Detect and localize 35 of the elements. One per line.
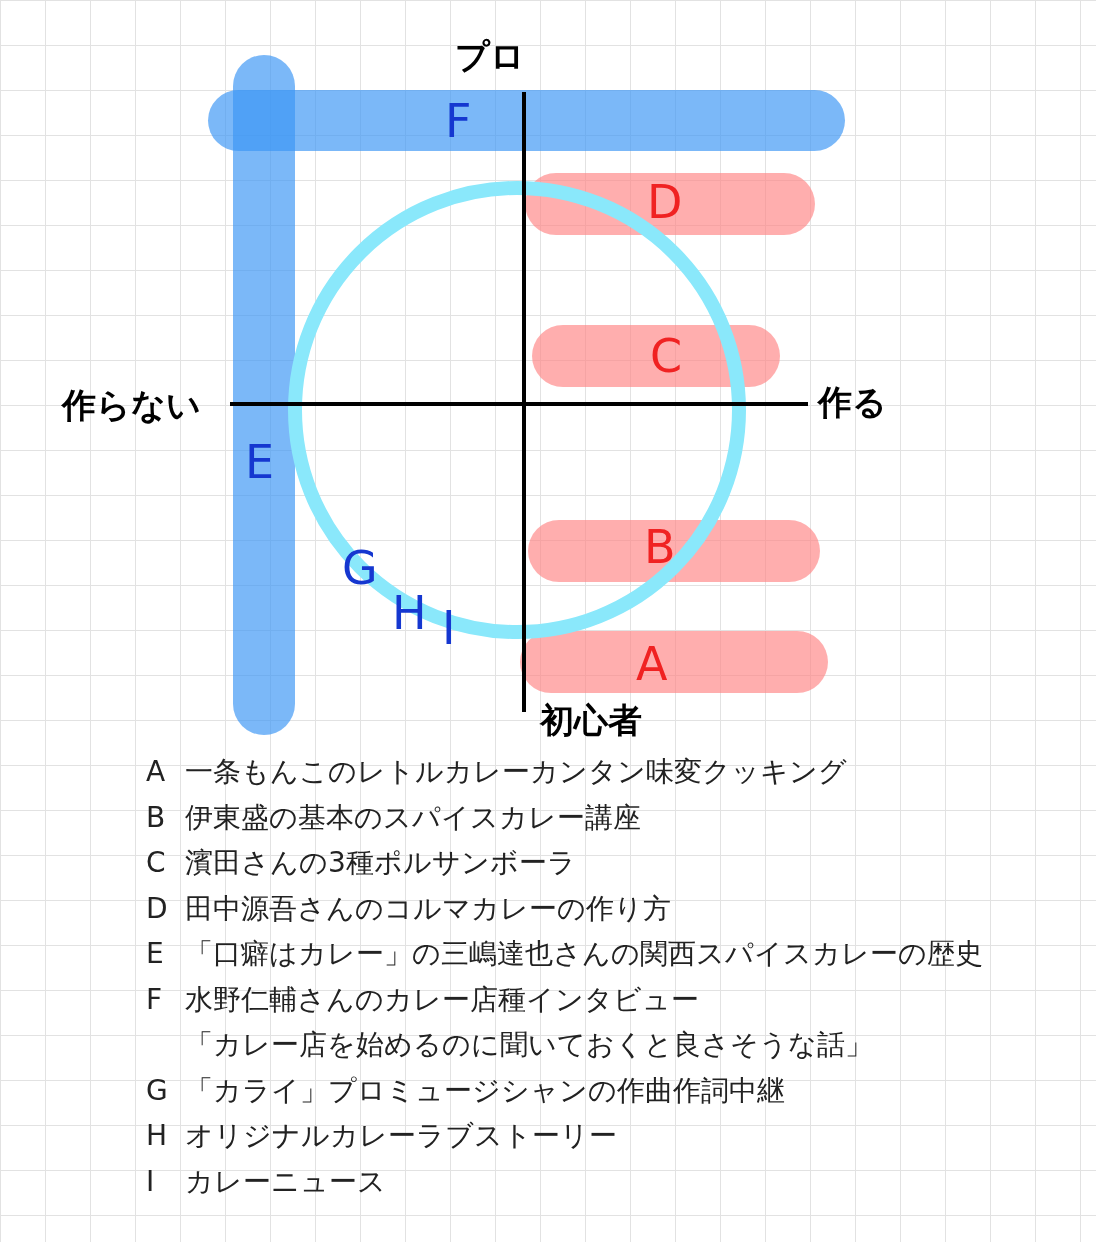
horizontal-band <box>528 520 820 582</box>
list-item-text: 濱田さんの3種ポルサンボーラ <box>185 846 576 880</box>
axis-label: 初心者 <box>540 700 642 740</box>
band-letter: C <box>650 333 683 379</box>
list-item-text: 「カライ」プロミュージシャンの作曲作詞中継 <box>185 1073 785 1108</box>
list-item-text: 田中源吾さんのコルマカレーの作り方 <box>185 891 671 926</box>
list-key: B <box>146 800 166 835</box>
band-letter: I <box>442 605 456 651</box>
list-key: H <box>146 1119 168 1153</box>
band-letter: E <box>245 439 275 485</box>
horizontal-band <box>208 90 845 151</box>
list-key: G <box>146 1073 168 1108</box>
band-letter: B <box>644 524 676 570</box>
list-key: E <box>146 937 164 971</box>
axis-label: 作らない <box>62 385 201 425</box>
band-letter: A <box>636 641 668 687</box>
list-key: F <box>146 982 163 1017</box>
list-key: D <box>146 891 168 926</box>
horizontal-band <box>520 631 828 693</box>
list-item-text: 「口癖はカレー」の三嶋達也さんの関西スパイスカレーの歴史 <box>185 937 983 971</box>
list-item-text: 伊東盛の基本のスパイスカレー講座 <box>185 800 641 835</box>
list-key: C <box>146 846 166 880</box>
band-letter: D <box>647 179 683 225</box>
axis-label: プロ <box>455 36 525 76</box>
list-item-text: カレーニュース <box>185 1164 386 1199</box>
list-key: I <box>146 1164 155 1199</box>
list-item-text: 「カレー店を始めるのに聞いておくと良さそうな話」 <box>185 1028 873 1062</box>
band-letter: H <box>392 590 427 636</box>
horizontal-band <box>525 173 815 235</box>
list-item-text: 水野仁輔さんのカレー店種インタビュー <box>185 982 699 1017</box>
band-letter: F <box>445 98 472 144</box>
list-key: A <box>146 755 166 789</box>
list-item-text: 一条もんこのレトルカレーカンタン味変クッキング <box>185 755 847 789</box>
list-item-text: オリジナルカレーラブストーリー <box>185 1119 617 1153</box>
axis-label: 作る <box>818 382 887 422</box>
